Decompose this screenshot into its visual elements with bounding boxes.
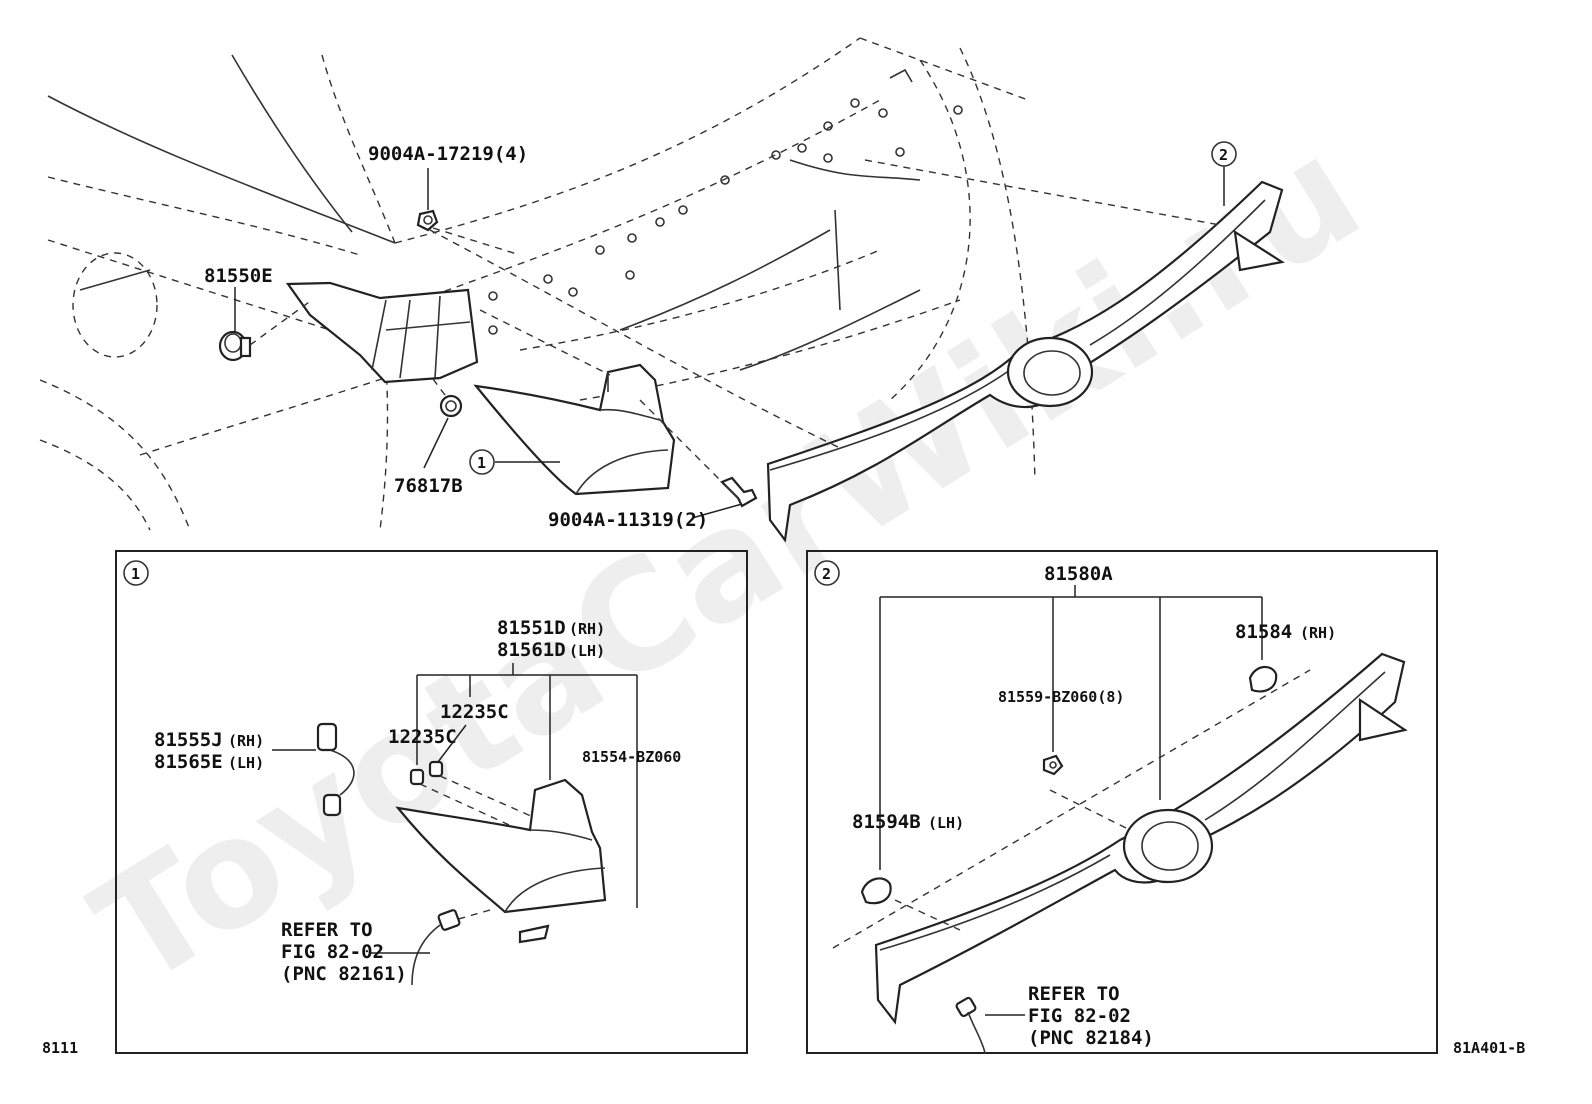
lamp-recess: [285, 281, 479, 384]
part-number-label: 81559-BZ060(8): [998, 688, 1124, 706]
part-number-label: 81561D: [497, 639, 566, 661]
side-label: (LH): [928, 814, 964, 832]
part-number-label: 12235C: [388, 726, 457, 748]
reference-note: (PNC 82161): [281, 963, 407, 985]
detail-panel-2: [806, 550, 1438, 1054]
clip-upper-part: [416, 209, 521, 256]
panel-marker-circle: [814, 560, 840, 586]
socket-wire-part: [316, 722, 355, 817]
bulb-part: [409, 760, 541, 831]
callout-number: 1: [477, 454, 486, 472]
rear-garnish-detail: [832, 652, 1408, 1025]
part-number-label: 81554-BZ060: [582, 748, 681, 766]
side-label: (RH): [569, 620, 605, 638]
connector-wire: [955, 996, 986, 1054]
reference-note: REFER TO: [281, 919, 373, 941]
part-number-label: 12235C: [440, 701, 509, 723]
callout-circle-2: [1211, 141, 1237, 167]
side-label: (RH): [228, 732, 264, 750]
illustration-code: 81A401-B: [1453, 1039, 1525, 1057]
assy-bracket-lines: [879, 585, 1263, 870]
detail-panel-1: [115, 550, 748, 1054]
panel-marker: 1: [131, 565, 140, 583]
part-number-label: 81555J: [154, 729, 223, 751]
side-label: (LH): [228, 754, 264, 772]
part-number-label: 76817B: [394, 475, 463, 497]
panel-marker-circle: [123, 560, 149, 586]
part-number-label: 81594B: [852, 811, 921, 833]
reference-note: FIG 82-02: [281, 941, 384, 963]
callout-circle-1: [469, 449, 495, 475]
side-lens-lh: [860, 877, 892, 905]
reference-note: (PNC 82184): [1028, 1027, 1154, 1049]
side-label: (RH): [1300, 624, 1336, 642]
leader-line: [691, 503, 743, 519]
watermark-text: ToyotaCarWiki.ru: [67, 104, 1389, 1020]
callout-number: 2: [1219, 146, 1228, 164]
grommet-part: [218, 299, 313, 362]
figure-code: 8111: [42, 1039, 78, 1057]
leader-line: [423, 417, 449, 469]
nut-part: [1042, 754, 1064, 776]
leader-line: [437, 724, 467, 763]
side-lens-rh: [1248, 665, 1278, 693]
part-number-label: 81580A: [1044, 563, 1113, 585]
clip-lower-part: [429, 374, 463, 418]
screw-part: [720, 476, 758, 508]
connector-wire: [411, 909, 461, 986]
panel-marker: 2: [822, 565, 831, 583]
part-number-label: 81551D: [497, 617, 566, 639]
part-number-label: 81565E: [154, 751, 223, 773]
reference-note: FIG 82-02: [1028, 1005, 1131, 1027]
tail-lamp-assembly: [473, 309, 721, 496]
part-number-label: 9004A-11319(2): [548, 509, 708, 531]
part-number-label: 81584: [1235, 621, 1292, 643]
part-number-label: 81550E: [204, 265, 273, 287]
vehicle-body-outline: [39, 37, 1036, 531]
reference-note: REFER TO: [1028, 983, 1120, 1005]
part-number-label: 9004A-17219(4): [368, 143, 528, 165]
rear-garnish: [429, 159, 1285, 543]
tail-lamp-detail: [395, 778, 607, 944]
lamp-bracket-lines: [416, 663, 638, 908]
side-label: (LH): [569, 642, 605, 660]
